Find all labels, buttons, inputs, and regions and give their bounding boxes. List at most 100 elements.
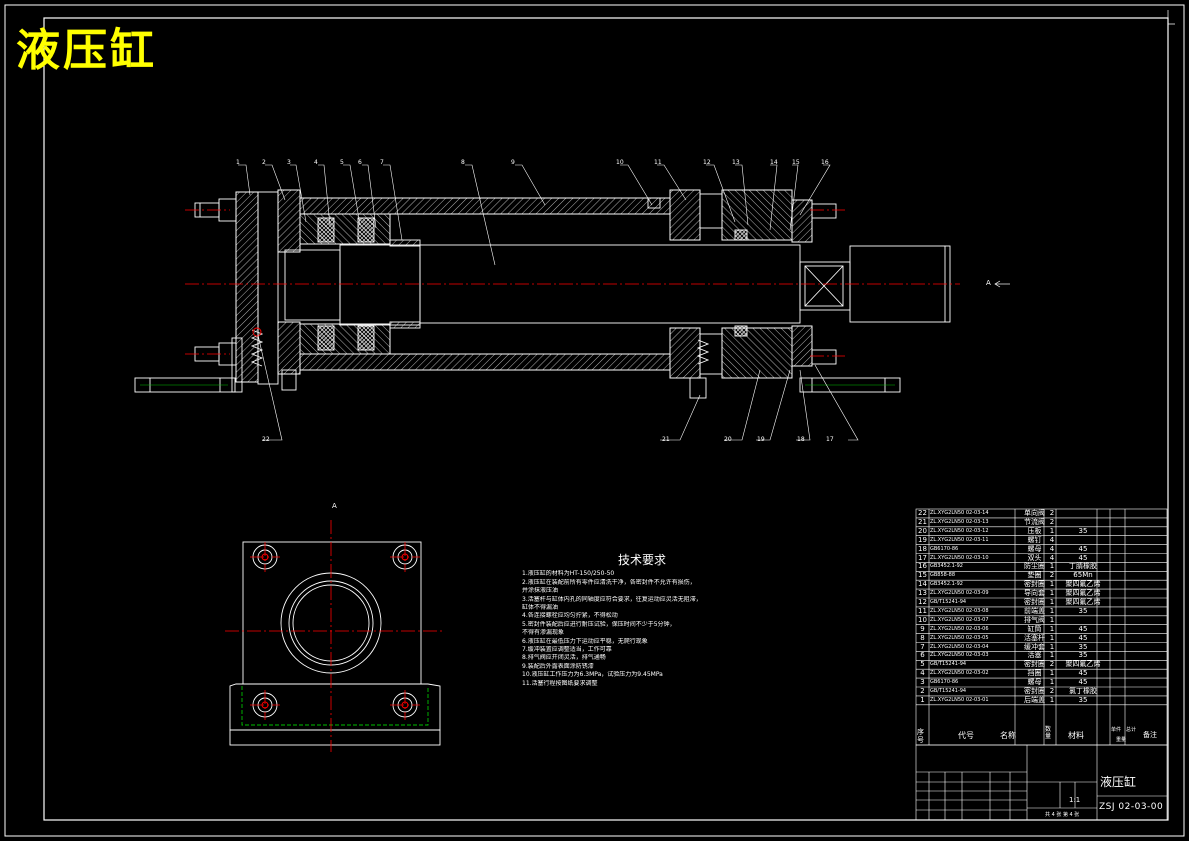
- bom-cell-mat: 45: [1078, 553, 1088, 562]
- bom-cell-qty: 2: [1049, 517, 1055, 526]
- bom-cell-code: ZL.XYG2LN50 02-03-05: [930, 634, 989, 641]
- title-block-sheets: 共 4 张 第 4 张: [1045, 812, 1080, 818]
- bom-cell-name: 螺钉: [1027, 535, 1042, 544]
- bom-cell-mat: 35: [1078, 642, 1088, 651]
- drawing-title: 液压缸: [16, 25, 157, 76]
- bom-cell-code: ZL.XYG2LN50 02-03-10: [930, 554, 989, 561]
- bom-cell-qty: 1: [1049, 606, 1055, 615]
- tech-requirement-line: 缸体不得漏油: [522, 604, 559, 612]
- bom-cell-name: 密封圈: [1024, 687, 1045, 695]
- tech-requirement-line: 4.各连接螺栓应均匀拧紧，不得松动: [522, 612, 618, 620]
- part-balloon: 10: [616, 159, 624, 166]
- tech-requirement-line: 1.液压缸的材料为HT-150/250-50: [522, 570, 615, 578]
- part-balloon: 15: [792, 159, 800, 166]
- bom-cell-code: ZL.XYG2LN50 02-03-03: [930, 652, 989, 659]
- bom-cell-qty: 1: [1049, 598, 1055, 606]
- bom-cell-no: 5: [920, 660, 925, 669]
- bom-cell-qty: 1: [1049, 669, 1055, 678]
- bom-cell-code: GB6170-86: [930, 679, 959, 686]
- bom-cell-qty: 4: [1049, 535, 1055, 544]
- bom-cell-code: GB858-88: [930, 572, 956, 579]
- part-balloon: 9: [511, 159, 515, 166]
- part-balloon: 3: [287, 159, 291, 166]
- bom-cell-code: ZL.XYG2LN50 02-03-06: [930, 625, 989, 632]
- bom-cell-qty: 1: [1049, 633, 1055, 642]
- bom-cell-code: GB/T15241-94: [930, 688, 967, 694]
- bom-cell-mat: 45: [1078, 633, 1088, 642]
- bom-cell-no: 8: [920, 633, 925, 642]
- bom-header-remark: 备注: [1143, 731, 1157, 739]
- bom-cell-code: ZL.XYG2LN50 02-03-01: [930, 696, 989, 703]
- bom-cell-no: 12: [918, 598, 927, 606]
- bom-cell-code: GB/T15241-94: [930, 599, 967, 605]
- part-balloon: 13: [732, 159, 740, 166]
- bom-cell-name: 密封圈: [1024, 598, 1045, 606]
- bom-cell-qty: 1: [1049, 695, 1055, 704]
- main-section-view: [134, 189, 951, 399]
- bom-header-total: 总计: [1126, 727, 1137, 733]
- bom-cell-mat: 35: [1078, 651, 1088, 660]
- bom-cell-no: 4: [920, 669, 925, 678]
- bom-header-code: 代号: [958, 731, 974, 740]
- part-balloon: 17: [826, 436, 834, 443]
- bom-cell-mat: 聚四氟乙烯: [1065, 660, 1101, 669]
- part-balloon: 11: [654, 159, 662, 166]
- bom-cell-qty: 1: [1049, 642, 1055, 651]
- bom-header-unit: 单件: [1111, 727, 1122, 733]
- part-balloon: 4: [314, 159, 318, 166]
- bom-cell-no: 6: [920, 651, 925, 660]
- part-balloon: 2: [262, 159, 266, 166]
- bom-cell-mat: 氯丁橡胶: [1069, 687, 1097, 695]
- tech-requirement-line: 8.排气阀应开闭灵活，排气通畅: [522, 654, 606, 662]
- bom-header-weight: 重量: [1116, 737, 1127, 743]
- bom-cell-code: ZL.XYG2LN50 02-03-04: [930, 643, 989, 650]
- part-balloon: 5: [340, 159, 344, 166]
- tech-requirements-title: 技术要求: [617, 553, 666, 567]
- bom-cell-name: 导向套: [1024, 589, 1045, 598]
- bom-cell-name: 后端盖: [1024, 695, 1045, 704]
- bom-cell-mat: 45: [1078, 669, 1088, 678]
- bom-cell-qty: 1: [1049, 651, 1055, 660]
- bom-cell-no: 14: [918, 580, 927, 589]
- bom-cell-code: ZL.XYG2LN50 02-03-09: [930, 590, 989, 597]
- leader-lines: [238, 164, 859, 441]
- bom-cell-qty: 4: [1049, 544, 1055, 553]
- bom-cell-name: 螺母: [1027, 544, 1042, 553]
- bom-cell-mat: 65Mn: [1073, 571, 1093, 580]
- bom-cell-mat: 聚四氟乙烯: [1065, 580, 1101, 589]
- bom-cell-no: 10: [918, 615, 927, 624]
- bom-cell-name: 活塞: [1027, 651, 1042, 660]
- bom-cell-qty: 1: [1049, 580, 1055, 589]
- bom-cell-name: 密封圈: [1024, 660, 1045, 669]
- part-balloon: 8: [461, 159, 465, 166]
- bom-cell-qty: 1: [1049, 562, 1055, 571]
- bom-cell-name: 防尘圈: [1024, 562, 1045, 571]
- tech-requirement-line: 不得有渗漏现象: [522, 629, 565, 637]
- bom-cell-qty: 2: [1049, 660, 1055, 669]
- view-a-label: A: [332, 502, 337, 510]
- bom-cell-no: 9: [920, 624, 925, 633]
- bom-cell-name: 压板: [1027, 526, 1042, 535]
- bom-header-qty: 数量: [1045, 726, 1052, 740]
- part-balloon: 1: [236, 159, 240, 166]
- bom-cell-no: 2: [920, 687, 925, 695]
- bom-cell-name: 缓冲套: [1024, 642, 1045, 651]
- tech-requirement-line: 10.液压缸工作压力为6.3MPa，试验压力为9.45MPa: [522, 671, 663, 679]
- arrow-a-label: A: [986, 279, 991, 287]
- bom-cell-code: ZL.XYG2LN50 02-03-07: [930, 616, 989, 623]
- title-block-scale: 1:1: [1069, 796, 1081, 804]
- bom-cell-code: GB6170-86: [930, 545, 959, 552]
- bom-grid: [915, 508, 1168, 821]
- bom-cell-mat: 聚四氟乙烯: [1065, 598, 1101, 606]
- bom-row: 6 ZL.XYG2LN50 02-03-03 活塞 1 35: [916, 651, 1167, 660]
- inner-border: [43, 17, 1169, 821]
